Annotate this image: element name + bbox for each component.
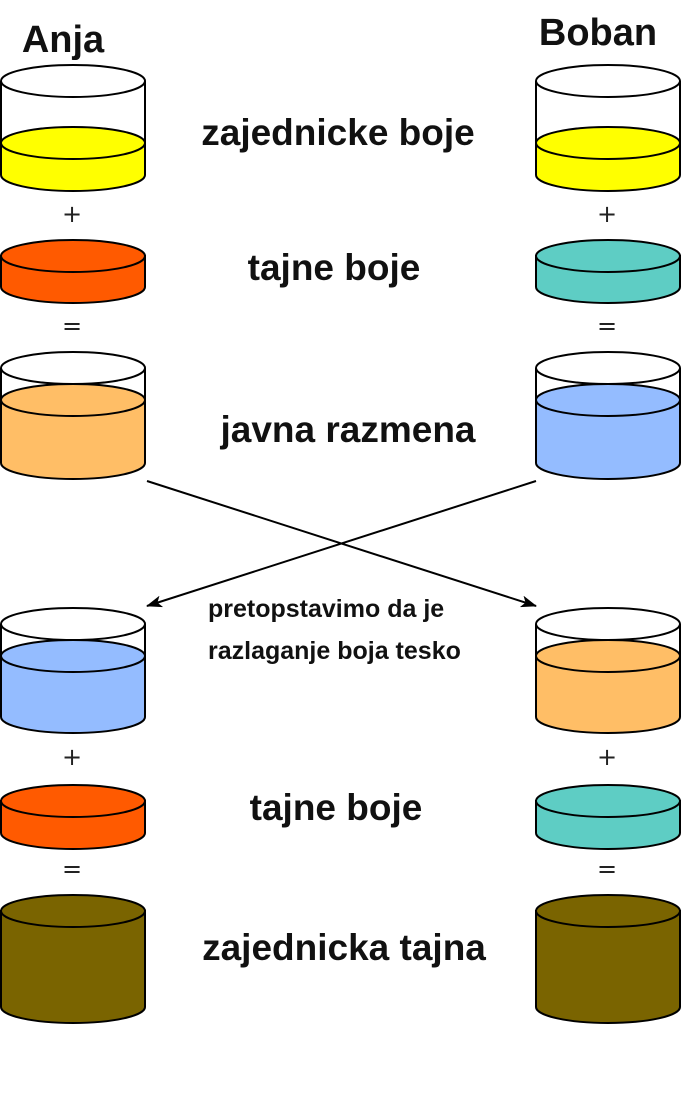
liquid-body (0, 655, 146, 734)
boban-secret-color-disk-2 (535, 784, 681, 850)
cylinder-top (535, 239, 681, 273)
liquid-body (535, 399, 681, 480)
anja-name: Anja (22, 19, 105, 61)
anja-secret-color-disk (0, 239, 146, 304)
anja-common-color-beaker (0, 64, 146, 192)
plus-sign: + (62, 743, 82, 771)
cylinder-top (535, 784, 681, 818)
secret-colors-label-2: tajne boje (250, 787, 423, 828)
plus-sign: + (597, 743, 617, 771)
liquid-body (0, 399, 146, 480)
anja-secret-color-disk-2 (0, 784, 146, 850)
boban-to-anja-arrow (146, 480, 537, 608)
liquid-surface (535, 639, 681, 673)
equals-sign: = (62, 855, 82, 883)
anja-public-mixture-beaker (0, 351, 146, 480)
cylinder-body (0, 910, 146, 1024)
glass-rim (0, 351, 146, 385)
cylinder-top (535, 894, 681, 928)
glass-rim (535, 64, 681, 98)
assumption-line-1: pretopstavimo da je (208, 595, 444, 623)
cylinder-top (0, 784, 146, 818)
glass-rim (0, 64, 146, 98)
public-exchange-label: javna razmena (219, 409, 475, 450)
glass-rim (535, 351, 681, 385)
cylinder-top (0, 239, 146, 273)
anja-shared-secret-cylinder (0, 894, 146, 1024)
liquid-surface (535, 383, 681, 417)
beakers-group (0, 64, 681, 1024)
plus-sign: + (597, 200, 617, 228)
boban-public-mixture-beaker (535, 351, 681, 480)
liquid-surface (0, 383, 146, 417)
assumption-line-2: razlaganje boja tesko (208, 637, 461, 665)
plus-sign: + (62, 200, 82, 228)
cylinder-body (535, 910, 681, 1024)
boban-shared-secret-cylinder (535, 894, 681, 1024)
common-colors-label: zajednicke boje (201, 112, 475, 153)
boban-secret-color-disk (535, 239, 681, 304)
liquid-surface (0, 639, 146, 673)
shared-secret-label: zajednicka tajna (202, 927, 486, 968)
boban-received-mixture-beaker (535, 607, 681, 734)
liquid-surface (535, 126, 681, 160)
glass-rim (535, 607, 681, 641)
boban-common-color-beaker (535, 64, 681, 192)
equals-sign: = (597, 312, 617, 340)
equals-sign: = (597, 855, 617, 883)
cylinder-top (0, 894, 146, 928)
equals-sign: = (62, 312, 82, 340)
boban-name: Boban (539, 12, 657, 54)
liquid-body (535, 655, 681, 734)
secret-colors-label: tajne boje (248, 247, 421, 288)
glass-rim (0, 607, 146, 641)
anja-received-mixture-beaker (0, 607, 146, 734)
liquid-surface (0, 126, 146, 160)
